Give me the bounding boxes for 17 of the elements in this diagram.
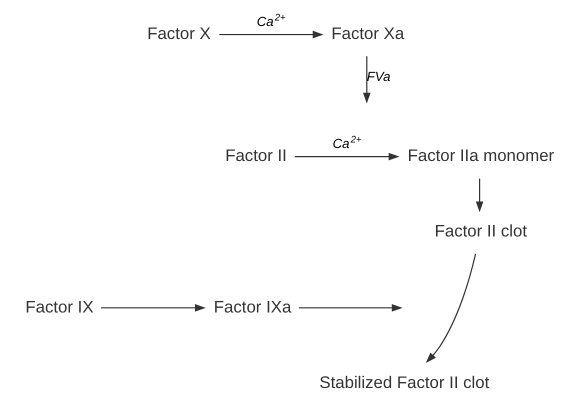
edge-label: Ca$^{2+}$ bbox=[256, 12, 286, 29]
arrow bbox=[363, 56, 371, 104]
node-text: Factor X bbox=[147, 24, 211, 44]
node-text: Stabilized Factor II clot bbox=[319, 372, 490, 392]
arrow bbox=[426, 254, 476, 364]
arrow bbox=[299, 304, 403, 312]
node-text: Factor Xa bbox=[331, 24, 404, 44]
arrow bbox=[476, 178, 484, 212]
arrow bbox=[219, 30, 324, 38]
node-text: Factor IXa bbox=[214, 297, 292, 316]
arrow bbox=[101, 304, 206, 312]
arrow bbox=[294, 152, 400, 160]
node-text: Factor IIa monomer bbox=[408, 146, 554, 166]
node-text: Factor IX bbox=[25, 297, 94, 316]
node-text: Factor II clot bbox=[434, 222, 528, 241]
node-text: Factor II bbox=[225, 146, 287, 166]
edge-label: Ca$^{2+}$ bbox=[332, 134, 362, 151]
